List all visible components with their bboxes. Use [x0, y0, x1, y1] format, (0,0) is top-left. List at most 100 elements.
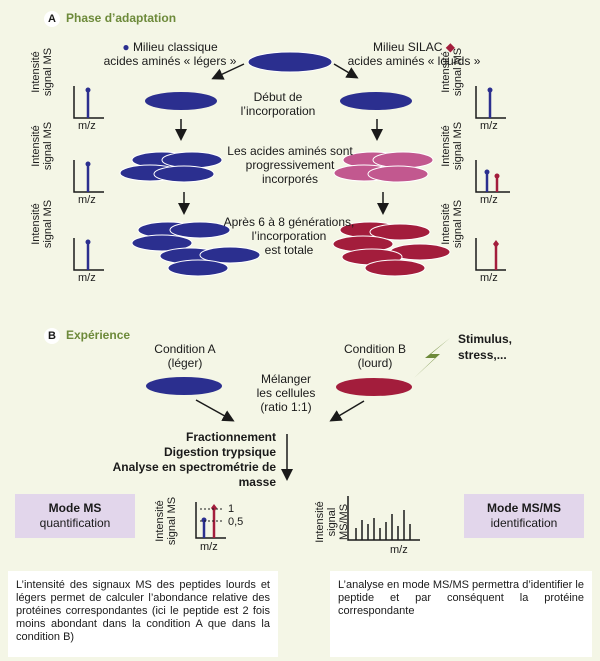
- ratio-label-bottom: 0,5: [228, 516, 244, 528]
- ratio-label-top: 1: [228, 503, 235, 515]
- milieu-classique-line1: Milieu classique: [132, 40, 218, 54]
- y-axis-line1: Intensité: [440, 125, 452, 167]
- y-axis-line2: signal MS: [452, 121, 464, 171]
- progressif-line1: Les acides aminés sont: [227, 144, 353, 158]
- spectrum-right-3: [475, 238, 506, 271]
- light-dishes-partial: [119, 151, 223, 183]
- lightning-icon: [414, 338, 450, 378]
- y-axis-line2: signal MS: [452, 199, 464, 249]
- y-axis-line2: signal MS: [452, 47, 464, 97]
- debut-line1: Début de: [253, 90, 303, 104]
- note-right: L’analyse en mode MS/MS permettra d’iden…: [330, 571, 592, 657]
- x-axis-msms: m/z: [390, 544, 408, 556]
- heavy-diamond-icon: ◆: [445, 40, 455, 54]
- stimulus-label: Stimulus, stress,...: [458, 331, 558, 363]
- spectrum-left-2: [73, 160, 104, 193]
- mode-ms-subtitle: quantification: [39, 516, 111, 530]
- spectrum-ms-quant: [195, 502, 226, 539]
- milieu-silac-line2: acides aminés « lourds »: [347, 54, 481, 68]
- x-axis-left-3: m/z: [78, 272, 96, 284]
- section-b-letter: B: [44, 328, 60, 344]
- milieu-silac-line1: Milieu SILAC: [373, 40, 443, 54]
- generations-label: Après 6 à 8 générations, l’incorporation…: [204, 215, 374, 257]
- mode-msms-box: Mode MS/MS identification: [464, 494, 584, 538]
- section-b-header: B Expérience: [44, 328, 130, 344]
- spectrum-right-2: [475, 160, 510, 193]
- y-axis-line1: Intensité: [440, 203, 452, 245]
- section-a-letter: A: [44, 11, 60, 27]
- condition-a-label: Condition A (léger): [140, 342, 230, 370]
- arrow-to-light: [211, 63, 245, 80]
- mode-msms-subtitle: identification: [490, 516, 558, 530]
- condition-a-dish: [146, 377, 222, 395]
- light-bullet-icon: ●: [122, 40, 130, 54]
- section-a-header: A Phase d’adaptation: [44, 11, 176, 27]
- stimulus-line2: stress,...: [458, 348, 507, 362]
- light-dish-start: [145, 92, 217, 110]
- melanger-line1: Mélanger: [260, 372, 312, 386]
- debut-line2: l’incorporation: [240, 104, 316, 118]
- spectrum-left-3: [73, 238, 104, 271]
- y-axis-line1: Intensité: [30, 51, 42, 93]
- light-dishes-full: [131, 221, 261, 277]
- process-label: Fractionnement Digestion trypsique Analy…: [74, 430, 276, 490]
- spectrum-left-1: [73, 86, 104, 119]
- spectrum-right-1: [475, 86, 506, 119]
- mode-ms-box: Mode MS quantification: [15, 494, 135, 538]
- condition-a-line1: Condition A: [154, 342, 216, 356]
- source-dish: [247, 51, 333, 73]
- y-axis-line2: signal MS: [166, 496, 178, 546]
- milieu-silac-label: Milieu SILAC ◆ acides aminés « lourds »: [340, 40, 488, 68]
- condition-b-label: Condition B (lourd): [330, 342, 420, 370]
- x-axis-right-3: m/z: [480, 272, 498, 284]
- process-line1: Fractionnement: [185, 430, 276, 444]
- process-line2: Digestion trypsique: [163, 445, 276, 459]
- condition-b-line2: (lourd): [357, 356, 393, 370]
- y-axis-msms-line1: Intensité: [314, 501, 326, 543]
- y-axis-line2: signal MS: [42, 199, 54, 249]
- generations-line2: l’incorporation: [251, 229, 327, 243]
- melanger-line3: (ratio 1:1): [260, 400, 312, 414]
- condition-a-line2: (léger): [167, 356, 203, 370]
- heavy-dish-start: [340, 92, 412, 110]
- x-axis-ms-quant: m/z: [200, 541, 218, 553]
- y-axis-line2: signal MS: [42, 121, 54, 171]
- progressif-label: Les acides aminés sont progressivement i…: [210, 144, 370, 186]
- generations-line1: Après 6 à 8 générations,: [223, 215, 355, 229]
- milieu-classique-label: ● Milieu classique acides aminés « léger…: [96, 40, 244, 68]
- y-axis-msms-line2: signal MS/MS: [326, 503, 350, 541]
- x-axis-right-2: m/z: [480, 194, 498, 206]
- x-axis-left-2: m/z: [78, 194, 96, 206]
- heavy-dishes-partial: [333, 151, 434, 183]
- mode-msms-title: Mode MS/MS: [487, 501, 561, 515]
- y-axis-line1: Intensité: [30, 125, 42, 167]
- section-a-title: Phase d’adaptation: [66, 11, 177, 25]
- mode-ms-title: Mode MS: [48, 501, 102, 515]
- y-axis-line1: Intensité: [440, 51, 452, 93]
- y-axis-line2: signal MS: [42, 47, 54, 97]
- melanger-label: Mélanger les cellules (ratio 1:1): [236, 372, 336, 414]
- heavy-dishes-full: [332, 221, 451, 277]
- note-left: L’intensité des signaux MS des peptides …: [8, 571, 278, 657]
- stimulus-line1: Stimulus,: [458, 332, 513, 346]
- condition-b-dish: [336, 378, 412, 396]
- process-line3: Analyse en spectrométrie de masse: [112, 460, 276, 489]
- section-b-title: Expérience: [66, 328, 131, 342]
- milieu-classique-line2: acides aminés « légers »: [103, 54, 237, 68]
- arrow-from-b: [329, 400, 365, 422]
- melanger-line2: les cellules: [256, 386, 316, 400]
- debut-label: Début de l’incorporation: [218, 90, 338, 118]
- y-axis-line1: Intensité: [154, 500, 166, 542]
- x-axis-left-1: m/z: [78, 120, 96, 132]
- progressif-line3: incorporés: [261, 172, 319, 186]
- progressif-line2: progressivement: [245, 158, 335, 172]
